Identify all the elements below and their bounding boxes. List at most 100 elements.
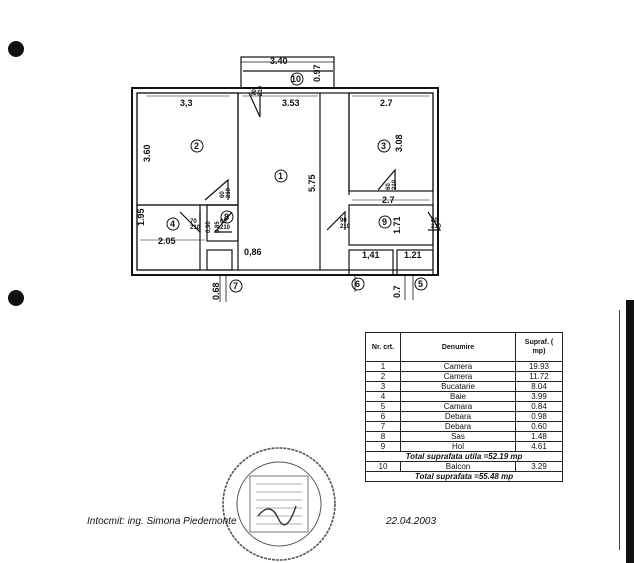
scan-edge-bar [626,300,634,563]
row-name: Camara [400,401,516,412]
room-6-outline [348,249,394,276]
row-area: 3.99 [515,391,563,402]
total-utila-row: Total suprafata utila =52.19 mp [365,451,563,462]
row-area: 8.04 [515,381,563,392]
dim-room3-width: 2.7 [380,98,393,108]
room-number-3: 3 [381,141,386,151]
door-label-5a: 60 [386,183,392,190]
room-number-1: 1 [278,171,283,181]
bullet-marker-top [8,41,24,57]
row-area: 3.29 [515,461,563,472]
row-nr: 10 [365,461,401,472]
dim-sub-height-b: 0.7 [392,285,402,298]
floor-plan: 3.40 0.97 3,3 3.53 2.7 3.60 5.75 3.08 2.… [131,56,442,302]
dim-room4-width: 2.05 [158,236,176,246]
room-number-10: 10 [291,74,301,84]
dim-sub-height-a: 0.68 [211,282,221,300]
row-name: Hol [400,441,516,452]
dim-inner-a: 0,90 [206,221,212,233]
dim-room1-width: 3.53 [282,98,300,108]
dim-sub-width-b: 1.21 [404,250,422,260]
door-label-2b: 210 [226,187,232,198]
door-label-6a: 90 [340,218,347,224]
room-number-2: 2 [194,141,199,151]
total: Total suprafata =55.48 mp [365,471,563,482]
room-number-6: 6 [355,279,360,289]
room-number-8: 8 [224,212,229,222]
room-2-outline [136,92,239,206]
dim-left-height: 1.95 [136,208,146,226]
row-name: Debara [400,421,516,432]
row-nr: 7 [365,421,401,432]
row-area: 1.48 [515,431,563,442]
row-nr: 8 [365,431,401,442]
room-number-9: 9 [382,217,387,227]
official-stamp [222,447,336,561]
dim-room2-width: 3,3 [180,98,193,108]
header-nr: Nr. crt. [365,332,401,362]
dim-inner-b: 0,85 [215,221,221,233]
bullet-marker-middle [8,290,24,306]
plan-outer-wall-inner [136,92,434,271]
row-area: 0.98 [515,411,563,422]
dim-room2-height: 3.60 [142,144,152,162]
row-area: 19.93 [515,361,563,372]
total-row: Total suprafata =55.48 mp [365,471,563,482]
room-3-outline [348,92,434,192]
row-name: Camera [400,361,516,372]
date-line: 22.04.2003 [386,516,437,527]
header-denumire: Denumire [400,332,516,362]
door-label-3a: 70 [190,219,197,225]
room-8-outline [206,204,239,242]
author-line: Intocmit: ing. Simona Piedemonte [87,516,237,527]
row-area: 11.72 [515,371,563,382]
row-name: Bucatarie [400,381,516,392]
row-name: Sas [400,431,516,442]
row-nr: 6 [365,411,401,422]
row-nr: 4 [365,391,401,402]
room-9-outline [348,204,434,246]
door-label-5b: 210 [392,179,398,190]
door-label-7a: 80 [431,218,438,224]
dim-room1-height: 5.75 [307,174,317,192]
dim-balcony-depth: 0.97 [312,64,322,82]
room-number-4: 4 [170,219,175,229]
room-number-7: 7 [233,281,238,291]
dim-room3-height: 3.08 [394,134,404,152]
row-area: 0.84 [515,401,563,412]
balcony-outline [240,56,335,89]
door-label-1b: 210 [258,85,264,96]
dim-room9-height: 1.71 [392,216,402,234]
scan-edge-line [619,310,620,550]
room-4-outline [136,204,201,271]
row-area: 4.61 [515,441,563,452]
row-nr: 9 [365,441,401,452]
door-label-2a: 60 [220,191,226,198]
dim-room9-width: 2.7 [382,195,395,205]
header-supraf: Supraf. ( mp) [515,332,563,362]
row-nr: 1 [365,361,401,372]
dim-small-width: 0,86 [244,247,262,257]
row-name: Camera [400,371,516,382]
row-nr: 3 [365,381,401,392]
row-name: Baie [400,391,516,402]
row-nr: 2 [365,371,401,382]
row-name: Balcon [400,461,516,472]
room-5-outline [396,249,434,276]
dim-sub-width-a: 1,41 [362,250,380,260]
dim-top-width: 3.40 [270,56,288,66]
total-utila: Total suprafata utila =52.19 mp [365,451,563,462]
room-7-outline [206,249,233,271]
door-label-3b: 210 [190,225,201,231]
